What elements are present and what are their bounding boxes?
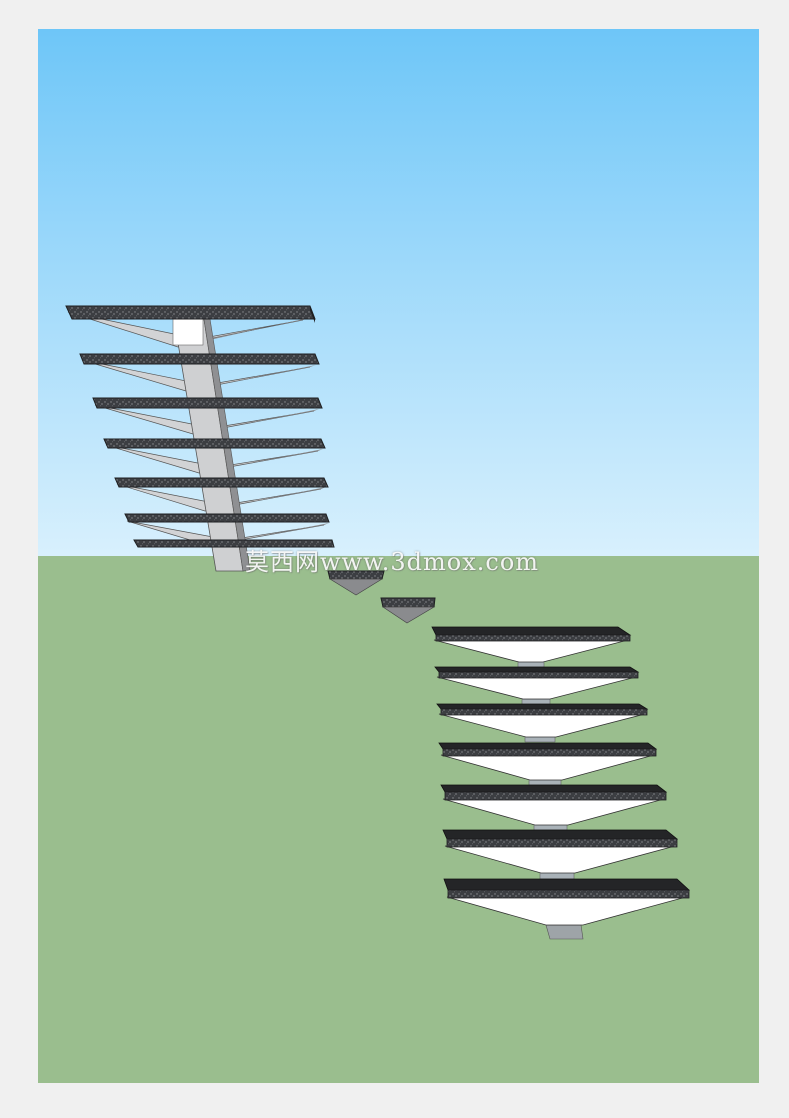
upper-flight xyxy=(65,305,335,572)
lower-brackets xyxy=(433,639,687,926)
lower-treads xyxy=(431,626,691,899)
lower-flight xyxy=(431,626,691,940)
upper-treads xyxy=(65,305,335,548)
lower-posts xyxy=(517,660,584,940)
viewport: 莫西网www.3dmox.com xyxy=(38,29,759,1083)
ground xyxy=(38,556,759,1083)
staircase-scene xyxy=(38,29,759,1083)
sky xyxy=(38,29,759,556)
middle-steps xyxy=(327,570,436,624)
